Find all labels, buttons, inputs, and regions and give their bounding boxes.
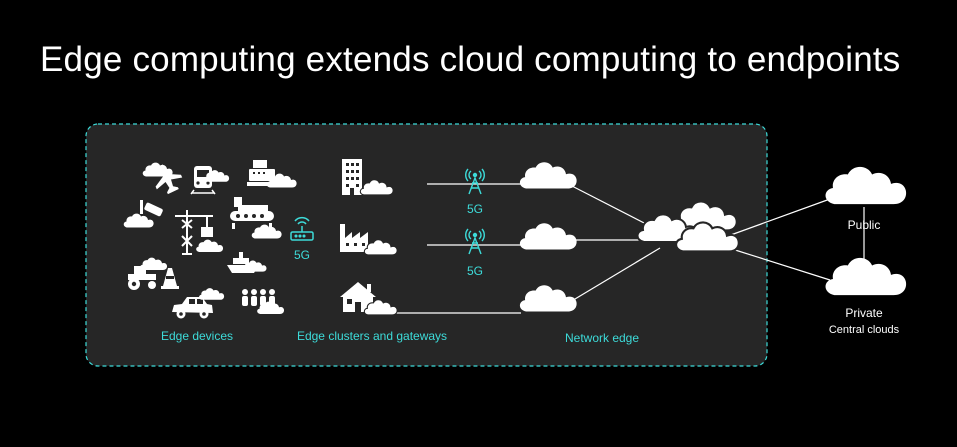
cell-tower-icon <box>465 168 485 195</box>
cash-register-icon <box>247 160 277 186</box>
private-cloud-label: Private <box>845 306 883 320</box>
factory-machine-icon <box>230 197 274 229</box>
cloud-icon <box>825 257 907 296</box>
connection-lines <box>396 183 865 314</box>
train-icon <box>190 166 216 195</box>
edge-devices-label: Edge devices <box>160 329 234 343</box>
cloud-icon <box>825 166 907 205</box>
page-title: Edge computing extends cloud computing t… <box>40 40 901 79</box>
tractor-icon <box>128 266 156 290</box>
cell-tower-icon <box>465 228 485 255</box>
office-building-icon <box>342 159 362 195</box>
security-camera-icon <box>140 200 163 217</box>
public-cloud-label: Public <box>847 218 881 232</box>
house-icon <box>340 282 376 312</box>
edge-clusters-label: Edge clusters and gateways <box>296 329 448 343</box>
tower-5g-label: 5G <box>466 264 484 278</box>
tower-5g-label: 5G <box>466 202 484 216</box>
network-edge-label: Network edge <box>564 331 640 345</box>
wifi-router-icon <box>290 216 314 241</box>
people-icon <box>242 289 275 306</box>
traffic-cone-icon <box>161 268 179 289</box>
router-5g-label: 5G <box>293 248 311 262</box>
central-clouds-label: Central clouds <box>828 324 900 336</box>
car-icon <box>172 297 213 319</box>
airplane-icon <box>155 164 183 195</box>
factory-icon <box>340 224 368 252</box>
crane-icon <box>175 210 213 255</box>
